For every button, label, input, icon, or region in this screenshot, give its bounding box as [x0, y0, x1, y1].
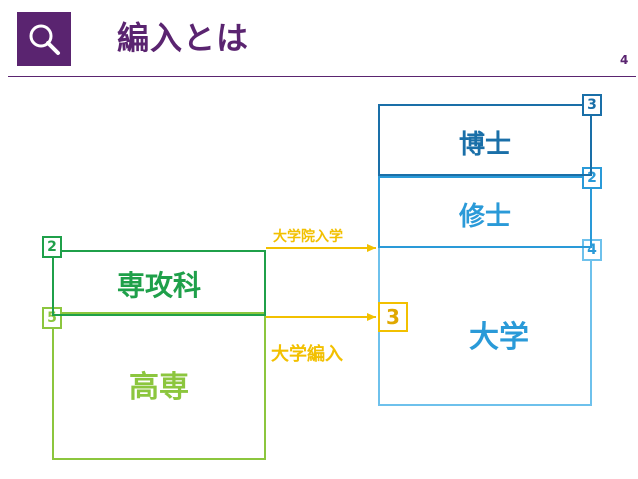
senkoka-years-badge: 2: [42, 236, 62, 258]
page-title: 編入とは: [117, 19, 250, 57]
kosen-box: 高専: [52, 312, 266, 460]
daigaku-label: 大学: [469, 320, 529, 355]
search-icon: [17, 12, 71, 66]
hakase-years-badge: 3: [582, 94, 602, 116]
daigaku-years-badge: 4: [582, 239, 602, 261]
page-number: 4: [620, 53, 629, 67]
shushi-box: 修士: [378, 176, 592, 248]
kosen-years-badge: 5: [42, 307, 62, 329]
transfer-years-badge: 3: [378, 302, 408, 332]
kosen-label: 高専: [129, 370, 189, 405]
shushi-label: 修士: [458, 202, 511, 232]
shushi-years-badge: 2: [582, 167, 602, 189]
hakase-box: 博士: [378, 104, 592, 176]
transfer-label: 大学編入: [271, 344, 343, 365]
grad-school-entry-label: 大学院入学: [273, 229, 343, 245]
hakase-label: 博士: [458, 130, 511, 160]
senkoka-label: 専攻科: [116, 269, 201, 302]
senkoka-box: 専攻科: [52, 250, 266, 316]
header-divider: [8, 76, 636, 77]
